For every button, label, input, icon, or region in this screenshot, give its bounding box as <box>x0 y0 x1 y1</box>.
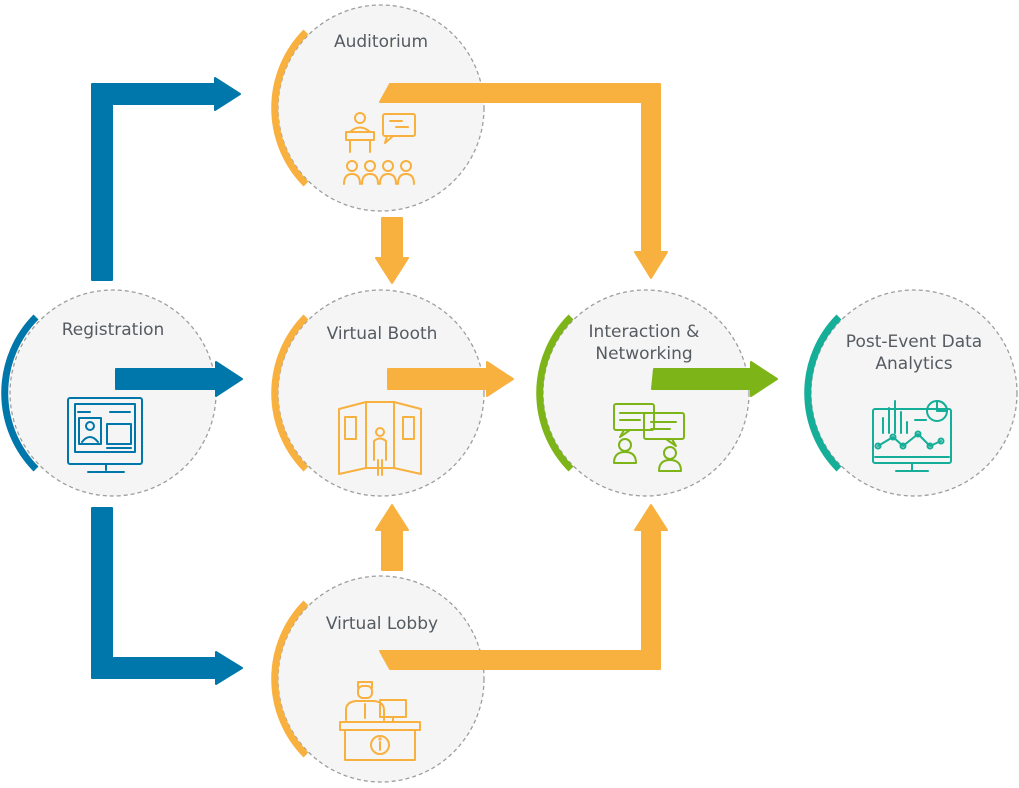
virtual-booth-label: Virtual Booth <box>326 324 438 344</box>
node-auditorium-circle <box>271 4 485 212</box>
arrow-registration-to-auditorium <box>91 77 241 281</box>
virtual-booth-icon <box>338 401 422 476</box>
analytics-accent-arc <box>804 314 842 472</box>
networking-label-line2: Networking <box>595 344 693 364</box>
arrow-auditorium-to-networking <box>379 83 668 279</box>
node-booth-circle <box>271 289 485 497</box>
node-lobby-circle <box>271 575 485 783</box>
auditorium-accent-arc <box>271 29 309 187</box>
booth-accent-arc <box>271 314 309 472</box>
lobby-accent-arc <box>271 600 309 758</box>
arrow-registration-to-booth <box>115 361 243 397</box>
auditorium-label: Auditorium <box>333 32 429 52</box>
arrow-networking-to-analytics <box>651 361 778 397</box>
virtual-lobby-label: Virtual Lobby <box>325 614 439 634</box>
analytics-label-line1: Post-Event Data <box>845 332 983 352</box>
networking-label: Interaction & Networking <box>560 321 728 365</box>
registration-monitor-icon <box>67 397 143 473</box>
registration-label: Registration <box>61 320 165 340</box>
arrow-registration-to-lobby <box>91 507 243 685</box>
analytics-label: Post-Event Data Analytics <box>820 331 1008 375</box>
lobby-reception-icon <box>339 681 421 761</box>
node-networking-circle <box>536 289 750 497</box>
arrow-lobby-to-booth <box>375 504 409 571</box>
analytics-dashboard-icon <box>872 400 952 472</box>
registration-accent-arc <box>1 314 39 472</box>
arrow-booth-to-networking <box>387 361 514 397</box>
networking-accent-arc <box>536 314 574 472</box>
arrow-auditorium-to-booth <box>375 217 409 284</box>
node-analytics-circle <box>804 289 1018 497</box>
networking-label-line1: Interaction & <box>588 322 700 342</box>
chat-people-icon <box>613 403 685 472</box>
arrow-lobby-to-networking <box>379 504 668 670</box>
auditorium-presenter-icon <box>343 112 416 185</box>
analytics-label-line2: Analytics <box>875 354 953 374</box>
